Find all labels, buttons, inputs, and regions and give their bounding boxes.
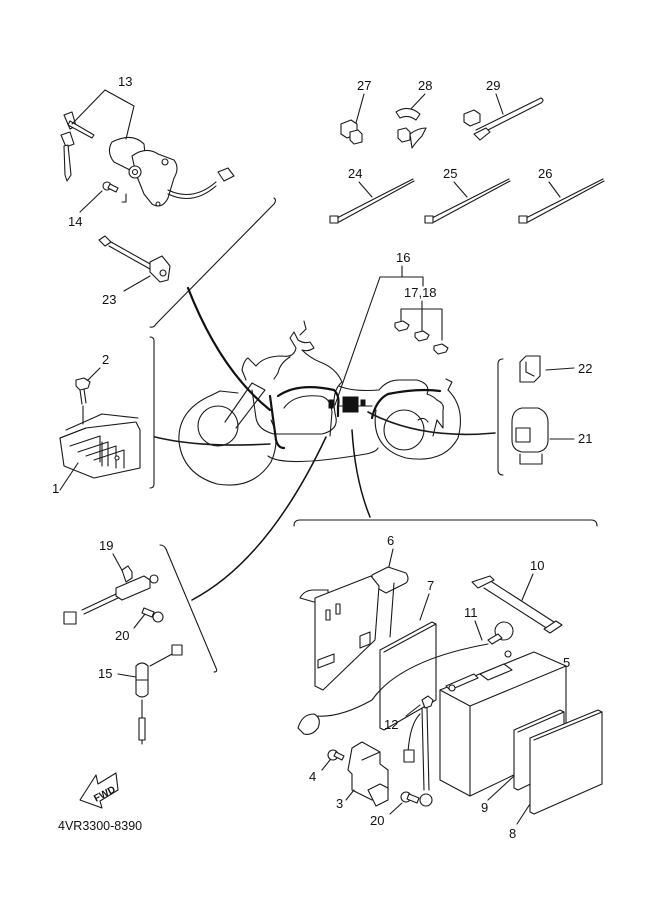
starter-relay-icon xyxy=(347,741,389,807)
callout-3: 3 xyxy=(336,796,343,811)
route-line-top-left xyxy=(186,286,272,412)
fwd-arrow-icon: FWD xyxy=(79,772,119,809)
route-line-left xyxy=(154,436,271,446)
relay-icon xyxy=(519,355,541,383)
callout-27: 27 xyxy=(357,78,371,93)
cable-tie-icon xyxy=(518,178,605,224)
callout-28: 28 xyxy=(418,78,432,93)
key-icon xyxy=(60,111,95,182)
relay-group: 22 21 xyxy=(497,355,592,476)
callout-14: 14 xyxy=(68,214,82,229)
route-line-bottom-left xyxy=(191,436,327,601)
route-line-right xyxy=(367,411,496,436)
band-clamp-icon xyxy=(463,97,544,141)
main-switch-group: 13 14 23 xyxy=(60,74,277,328)
flasher-relay-icon xyxy=(511,407,549,465)
callout-16: 16 xyxy=(396,250,410,265)
callout-2: 2 xyxy=(102,352,109,367)
screw-icon xyxy=(102,181,119,193)
regulator-icon xyxy=(59,413,141,479)
callout-1: 1 xyxy=(52,481,59,496)
callout-11: 11 xyxy=(464,605,478,620)
callout-15: 15 xyxy=(98,666,112,681)
neutral-switch-icon xyxy=(63,565,159,625)
callout-10: 10 xyxy=(530,558,544,573)
callout-9: 9 xyxy=(481,800,488,815)
callout-26: 26 xyxy=(538,166,552,181)
fuse-box-marker xyxy=(342,396,359,413)
callout-4: 4 xyxy=(309,769,316,784)
callout-17-18: 17,18 xyxy=(404,285,437,300)
battery-group: 6 7 10 11 xyxy=(293,519,603,841)
group-bracket-left xyxy=(149,336,155,489)
fuse-icon xyxy=(433,343,449,355)
callout-21: 21 xyxy=(578,431,592,446)
callout-6: 6 xyxy=(387,533,394,548)
group-bracket-right xyxy=(497,358,504,476)
diagram-code: 4VR3300-8390 xyxy=(58,819,142,833)
callout-22: 22 xyxy=(578,361,592,376)
callout-25: 25 xyxy=(443,166,457,181)
callout-20-right: 20 xyxy=(370,813,384,828)
fuse-icon xyxy=(414,330,430,342)
group-bracket-lower-left xyxy=(159,544,218,673)
fuse-icon xyxy=(394,320,410,332)
pad-icon xyxy=(529,709,603,815)
main-switch-icon xyxy=(108,136,235,207)
regulator-group: 2 1 xyxy=(52,336,155,496)
route-line-bottom xyxy=(351,429,371,518)
bolt-icon xyxy=(75,377,91,405)
switch-group-lower-left: 19 20 15 xyxy=(63,538,218,745)
callout-29: 29 xyxy=(486,78,500,93)
screw-icon xyxy=(400,791,420,804)
starter-lead-icon xyxy=(297,621,514,735)
starter-switch-icon xyxy=(98,235,171,283)
harness-fuse-group: 16 17,18 xyxy=(334,250,449,406)
clamp-icon xyxy=(395,107,427,149)
clamp-icon xyxy=(340,119,363,145)
clamps-ties-group: 27 28 29 24 25 xyxy=(329,78,605,224)
callout-20-left: 20 xyxy=(115,628,129,643)
screw-icon xyxy=(327,749,345,761)
callout-5: 5 xyxy=(563,655,570,670)
battery-band-icon xyxy=(471,575,563,634)
brake-switch-icon xyxy=(135,644,183,745)
battery-bracket-icon xyxy=(299,566,409,691)
callout-12: 12 xyxy=(384,717,398,732)
callout-7: 7 xyxy=(427,578,434,593)
callout-13: 13 xyxy=(118,74,132,89)
callout-24: 24 xyxy=(348,166,362,181)
callout-19: 19 xyxy=(99,538,113,553)
group-bracket-bottom xyxy=(293,519,598,527)
screw-icon xyxy=(141,607,164,623)
group-bracket-top-left xyxy=(149,197,277,328)
pad-icon xyxy=(379,621,437,731)
callout-8: 8 xyxy=(509,826,516,841)
cable-tie-icon xyxy=(424,178,511,224)
motorcycle-outline xyxy=(178,320,461,486)
cable-tie-icon xyxy=(329,178,415,224)
negative-lead-icon xyxy=(403,695,434,807)
callout-23: 23 xyxy=(102,292,116,307)
